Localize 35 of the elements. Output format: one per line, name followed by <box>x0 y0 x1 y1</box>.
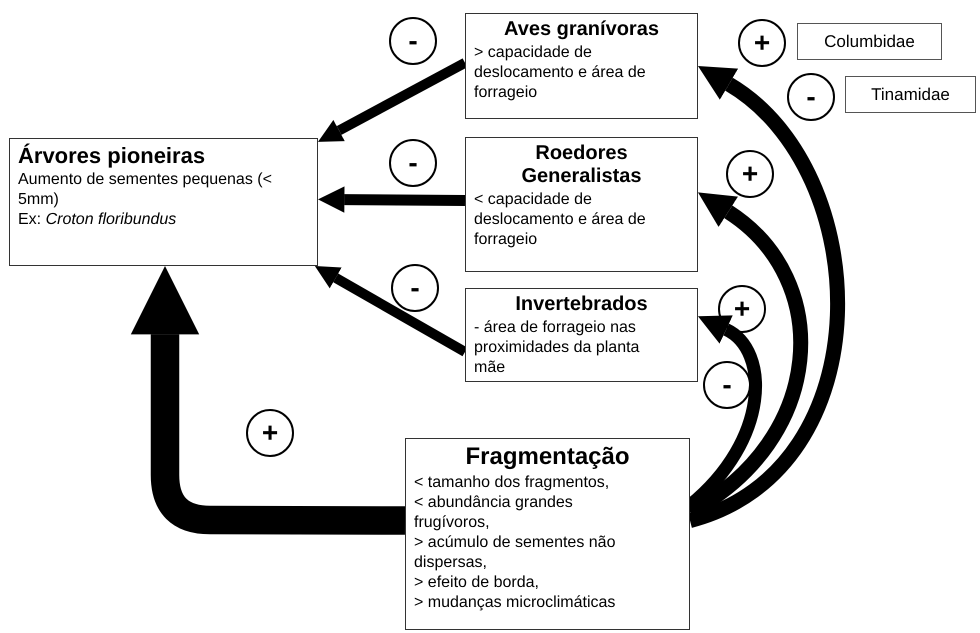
sign-circle: + <box>246 409 294 457</box>
sign-circle: - <box>389 17 437 65</box>
box-heading: Fragmentação <box>464 443 631 471</box>
box-text: > mudanças microclimáticas <box>414 592 616 613</box>
sign-circle: - <box>389 139 437 187</box>
box-heading: Invertebrados <box>514 293 649 316</box>
box-heading: Árvores pioneiras <box>18 143 206 168</box>
box-text: - área de forrageio nas proximidades da planta mãe <box>474 318 640 378</box>
concept-box <box>405 438 690 630</box>
arrow <box>314 266 468 356</box>
box-heading: Aves granívoras <box>503 18 660 41</box>
box-text: > efeito de borda, <box>414 572 540 593</box>
sign-circle: - <box>391 264 439 312</box>
sign-circle: + <box>726 150 774 198</box>
sign-circle: + <box>738 19 786 67</box>
arrow <box>130 266 406 535</box>
concept-box <box>465 13 698 119</box>
concept-box <box>9 138 318 266</box>
arrow <box>318 58 468 142</box>
arrow <box>318 186 466 213</box>
taxon-box: Columbidae <box>797 23 942 60</box>
box-text: < abundância grandes frugívoros, <box>414 492 574 533</box>
taxon-box: Tinamidae <box>845 76 976 113</box>
box-text: < tamanho dos fragmentos, <box>414 472 610 493</box>
box-text: > acúmulo de sementes não dispersas, <box>414 532 616 573</box>
concept-box <box>465 288 698 382</box>
box-heading: Roedores Generalistas <box>520 142 643 188</box>
box-text: > capacidade de deslocamento e área de forrageio <box>474 43 647 103</box>
box-text: Ex: Croton floribundus <box>18 210 178 230</box>
box-text: < capacidade de deslocamento e área de forrageio <box>474 190 647 250</box>
sign-circle: - <box>787 73 835 121</box>
sign-circle: + <box>718 285 766 333</box>
concept-box <box>465 137 698 272</box>
sign-circle: - <box>703 361 751 409</box>
box-text: Aumento de sementes pequenas (< 5mm) <box>18 170 273 210</box>
